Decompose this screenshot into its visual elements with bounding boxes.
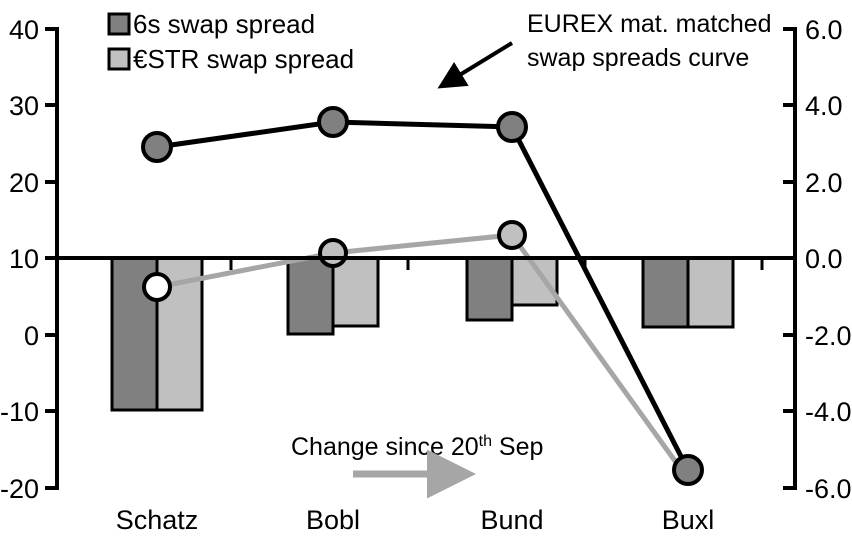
- category-labels: Schatz Bobl Bund Buxl: [116, 505, 715, 535]
- right-tick-label-neg6: -6.0: [805, 474, 852, 504]
- left-tick-label-neg20: -20: [0, 474, 39, 504]
- right-tick-label-neg4: -4.0: [805, 397, 852, 427]
- change-since-marker-bund: [497, 220, 527, 250]
- callout-line-2: swap spreads curve: [527, 44, 749, 72]
- left-tick-label-neg10: -10: [0, 397, 39, 427]
- change-since-label: Change since 20th Sep: [291, 433, 543, 461]
- change-since-suffix: Sep: [492, 433, 543, 461]
- right-tick-label-4: 4.0: [805, 91, 843, 121]
- right-tick-label-neg2: -2.0: [805, 321, 852, 351]
- bars-group: [110, 256, 735, 412]
- right-axis: 6.0 4.0 2.0 0.0 -2.0 -4.0 -6.0: [783, 15, 852, 504]
- bar-6s-bobl: [286, 256, 335, 336]
- bar-estr-buxl: [686, 256, 735, 329]
- legend-label-estr-swap-spread: €STR swap spread: [133, 44, 354, 74]
- bar-6s-buxl: [641, 256, 690, 329]
- change-since-marker-schatz: [142, 272, 172, 302]
- category-label-bund: Bund: [480, 505, 543, 535]
- callout-line-1: EUREX mat. matched: [527, 10, 772, 38]
- legend: 6s swap spread €STR swap spread: [107, 9, 354, 74]
- callout-arrow-icon: [437, 41, 514, 89]
- change-since-annotation: Change since 20th Sep: [291, 433, 543, 499]
- change-since-superscript: th: [479, 433, 492, 450]
- right-tick-label-0: 0.0: [805, 244, 843, 274]
- change-since-prefix: Change since 20: [291, 433, 479, 461]
- left-tick-label-30: 30: [9, 91, 39, 121]
- left-tick-label-20: 20: [9, 168, 39, 198]
- series-eurex-curve: [141, 106, 704, 486]
- change-since-marker-bobl: [318, 238, 348, 268]
- change-since-polyline: [154, 232, 691, 482]
- eurex-marker-schatz: [141, 131, 173, 163]
- right-tick-label-2: 2.0: [805, 168, 843, 198]
- bar-estr-bobl: [331, 256, 380, 328]
- category-label-buxl: Buxl: [662, 505, 715, 535]
- eurex-polyline: [154, 119, 691, 473]
- left-axis: 40 30 20 10 0 -10 -20: [0, 15, 59, 504]
- eurex-marker-bund: [496, 111, 528, 143]
- bar-6s-bund: [465, 256, 514, 322]
- category-label-bobl: Bobl: [306, 505, 360, 535]
- category-label-schatz: Schatz: [116, 505, 199, 535]
- legend-label-6s-swap-spread: 6s swap spread: [133, 9, 315, 39]
- eurex-callout-annotation: EUREX mat. matched swap spreads curve: [437, 10, 772, 89]
- left-tick-label-10: 10: [9, 244, 39, 274]
- legend-swatch-estr-swap-spread[interactable]: [107, 47, 131, 71]
- legend-swatch-6s-swap-spread[interactable]: [107, 12, 131, 36]
- eurex-marker-buxl: [672, 454, 704, 486]
- eurex-marker-bobl: [317, 106, 349, 138]
- right-tick-label-6: 6.0: [805, 15, 843, 45]
- left-tick-label-0: 0: [24, 321, 39, 351]
- left-tick-label-40: 40: [9, 15, 39, 45]
